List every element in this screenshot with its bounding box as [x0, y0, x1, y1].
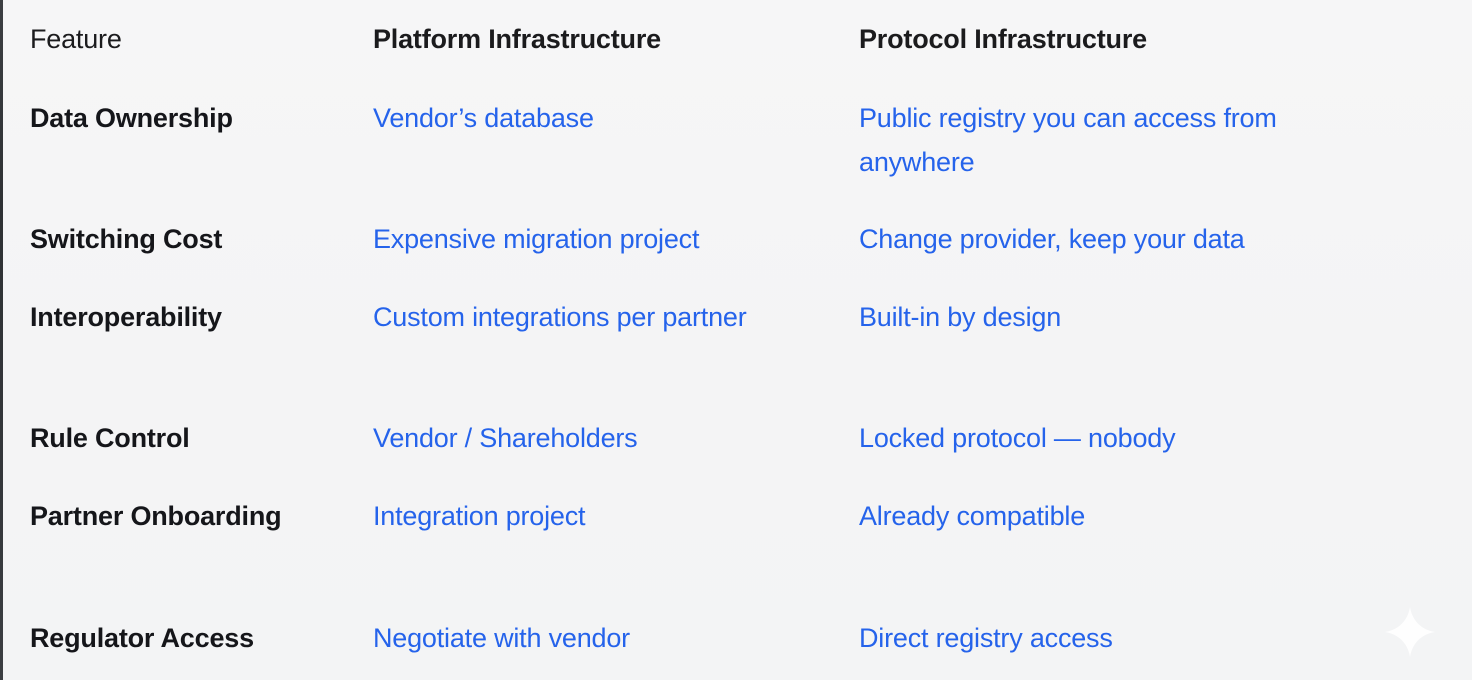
row-value-protocol-rule-control: Locked protocol — nobody — [859, 423, 1176, 453]
row-value-protocol-data-ownership: Public registry you can access from anyw… — [859, 103, 1277, 177]
row-value-platform-rule-control: Vendor / Shareholders — [373, 423, 638, 453]
row-label-partner-onboarding: Partner Onboarding — [30, 501, 282, 531]
row-label-data-ownership: Data Ownership — [30, 103, 233, 133]
row-value-platform-partner-onboarding: Integration project — [373, 501, 586, 531]
left-edge-strip — [0, 0, 3, 680]
row-value-platform-switching-cost: Expensive migration project — [373, 224, 700, 254]
column-header-protocol-infrastructure: Protocol Infrastructure — [859, 24, 1147, 54]
row-value-platform-regulator-access: Negotiate with vendor — [373, 623, 630, 653]
row-label-switching-cost: Switching Cost — [30, 224, 223, 254]
column-header-feature: Feature — [30, 24, 122, 54]
row-label-regulator-access: Regulator Access — [30, 623, 254, 653]
row-label-rule-control: Rule Control — [30, 423, 190, 453]
row-value-protocol-switching-cost: Change provider, keep your data — [859, 224, 1245, 254]
row-value-platform-interoperability: Custom integrations per partner — [373, 302, 747, 332]
row-value-protocol-regulator-access: Direct registry access — [859, 623, 1113, 653]
row-label-interoperability: Interoperability — [30, 302, 222, 332]
row-value-platform-data-ownership: Vendor’s database — [373, 103, 594, 133]
column-header-platform-infrastructure: Platform Infrastructure — [373, 24, 661, 54]
row-value-protocol-interoperability: Built-in by design — [859, 302, 1062, 332]
row-value-protocol-partner-onboarding: Already compatible — [859, 501, 1086, 531]
